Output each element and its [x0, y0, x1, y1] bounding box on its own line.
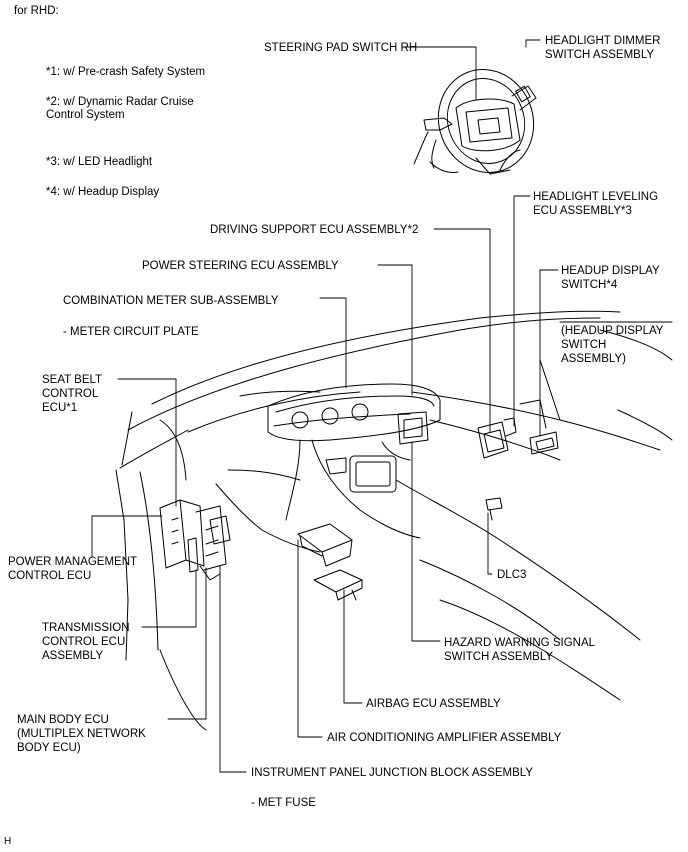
- label-main-body-3: BODY ECU): [17, 742, 81, 754]
- leader-headup: [539, 269, 559, 437]
- leader-leveling: [513, 195, 531, 427]
- label-met-fuse: - MET FUSE: [251, 797, 316, 809]
- label-airbag-ecu: AIRBAG ECU ASSEMBLY: [366, 698, 501, 710]
- leader-lines: [91, 39, 559, 773]
- leader-main-body: [167, 567, 207, 720]
- label-main-body-2: (MULTIPLEX NETWORK: [17, 728, 146, 740]
- leader-airbag: [343, 589, 363, 704]
- label-headup-assy-2: SWITCH: [561, 339, 607, 351]
- ac-amplifier-drawing: [297, 523, 353, 567]
- label-transmission-2: CONTROL ECU: [42, 636, 126, 648]
- label-steering-pad-switch: STEERING PAD SWITCH RH: [264, 42, 418, 54]
- label-air-conditioning-amplifier: AIR CONDITIONING AMPLIFIER ASSEMBLY: [327, 732, 562, 744]
- label-headup-assy-1: (HEADUP DISPLAY: [561, 325, 664, 337]
- label-headup-assy-3: ASSEMBLY): [561, 353, 626, 365]
- headup-display-switch-drawing: [519, 399, 559, 455]
- note-2-line-1: *2: w/ Dynamic Radar Cruise: [46, 96, 194, 108]
- ecu-stack-drawing: [159, 499, 231, 581]
- label-hazard-1: HAZARD WARNING SIGNAL: [444, 637, 596, 649]
- note-1: *1: w/ Pre-crash Safety System: [46, 66, 206, 78]
- leader-seat-belt: [117, 378, 177, 507]
- steering-wheel-drawing: [413, 69, 537, 175]
- label-hazard-2: SWITCH ASSEMBLY: [444, 651, 554, 663]
- note-2-line-2: Control System: [46, 109, 125, 121]
- label-headlight-dimmer-2: SWITCH ASSEMBLY: [545, 49, 655, 61]
- leader-steering-pad: [401, 46, 477, 101]
- label-transmission-3: ASSEMBLY: [42, 650, 104, 662]
- airbag-ecu-drawing: [313, 569, 363, 601]
- leader-dlc3: [487, 512, 493, 575]
- label-seat-belt-3: ECU*1: [42, 402, 78, 414]
- label-headup-display-2: SWITCH*4: [561, 279, 618, 291]
- label-driving-support-ecu: DRIVING SUPPORT ECU ASSEMBLY*2: [210, 224, 419, 236]
- combination-meter-drawing: [267, 383, 441, 442]
- driving-support-ecu-drawing: [381, 411, 429, 461]
- label-headup-display-1: HEADUP DISPLAY: [561, 265, 660, 277]
- label-headlight-leveling-1: HEADLIGHT LEVELING: [533, 191, 659, 203]
- label-power-steering-ecu: POWER STEERING ECU ASSEMBLY: [142, 260, 339, 272]
- label-power-management-1: POWER MANAGEMENT: [8, 556, 138, 568]
- label-main-body-1: MAIN BODY ECU: [17, 714, 109, 726]
- headlight-leveling-ecu-drawing: [477, 417, 517, 459]
- footer-code: H: [4, 836, 12, 847]
- leader-power-steering: [377, 264, 413, 396]
- label-headlight-leveling-2: ECU ASSEMBLY*3: [533, 205, 632, 217]
- leader-combination-meter: [319, 297, 347, 389]
- label-dlc3: DLC3: [497, 569, 527, 581]
- label-power-management-2: CONTROL ECU: [8, 570, 92, 582]
- dashboard-body-drawing: [115, 310, 673, 731]
- dlc3-drawing: [485, 497, 503, 521]
- for-rhd-heading: for RHD:: [14, 5, 59, 17]
- leader-air-con: [297, 539, 323, 738]
- leader-dimmer: [525, 39, 541, 48]
- leader-hazard: [411, 441, 441, 642]
- leader-transmission: [141, 569, 197, 628]
- label-seat-belt-2: CONTROL: [42, 388, 99, 400]
- leader-driving-support: [433, 228, 491, 433]
- label-seat-belt-1: SEAT BELT: [42, 374, 103, 386]
- label-headlight-dimmer-1: HEADLIGHT DIMMER: [545, 35, 661, 47]
- leader-junction-block: [219, 565, 247, 773]
- label-meter-circuit-plate: - METER CIRCUIT PLATE: [63, 326, 199, 338]
- note-4: *4: w/ Headup Display: [46, 186, 160, 198]
- leader-power-mgmt: [91, 515, 163, 557]
- label-transmission-1: TRANSMISSION: [42, 622, 130, 634]
- note-3: *3: w/ LED Headlight: [46, 156, 153, 168]
- label-instrument-panel-junction-block: INSTRUMENT PANEL JUNCTION BLOCK ASSEMBLY: [251, 767, 534, 779]
- label-combination-meter: COMBINATION METER SUB-ASSEMBLY: [63, 295, 279, 307]
